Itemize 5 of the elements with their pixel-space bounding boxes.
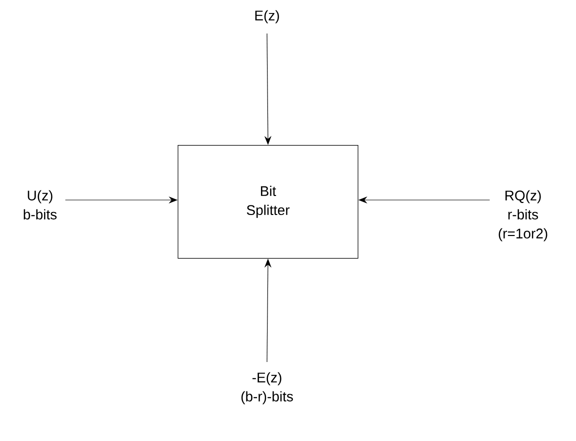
- process-box: Bit Splitter: [178, 145, 358, 259]
- signal-label: U(z) b-bits: [24, 190, 57, 220]
- signal-label: -E(z) (b-r)-bits: [241, 372, 293, 404]
- signal-label: E(z): [255, 10, 279, 24]
- signal-label: RQ(z) r-bits (r=1or2): [498, 190, 548, 242]
